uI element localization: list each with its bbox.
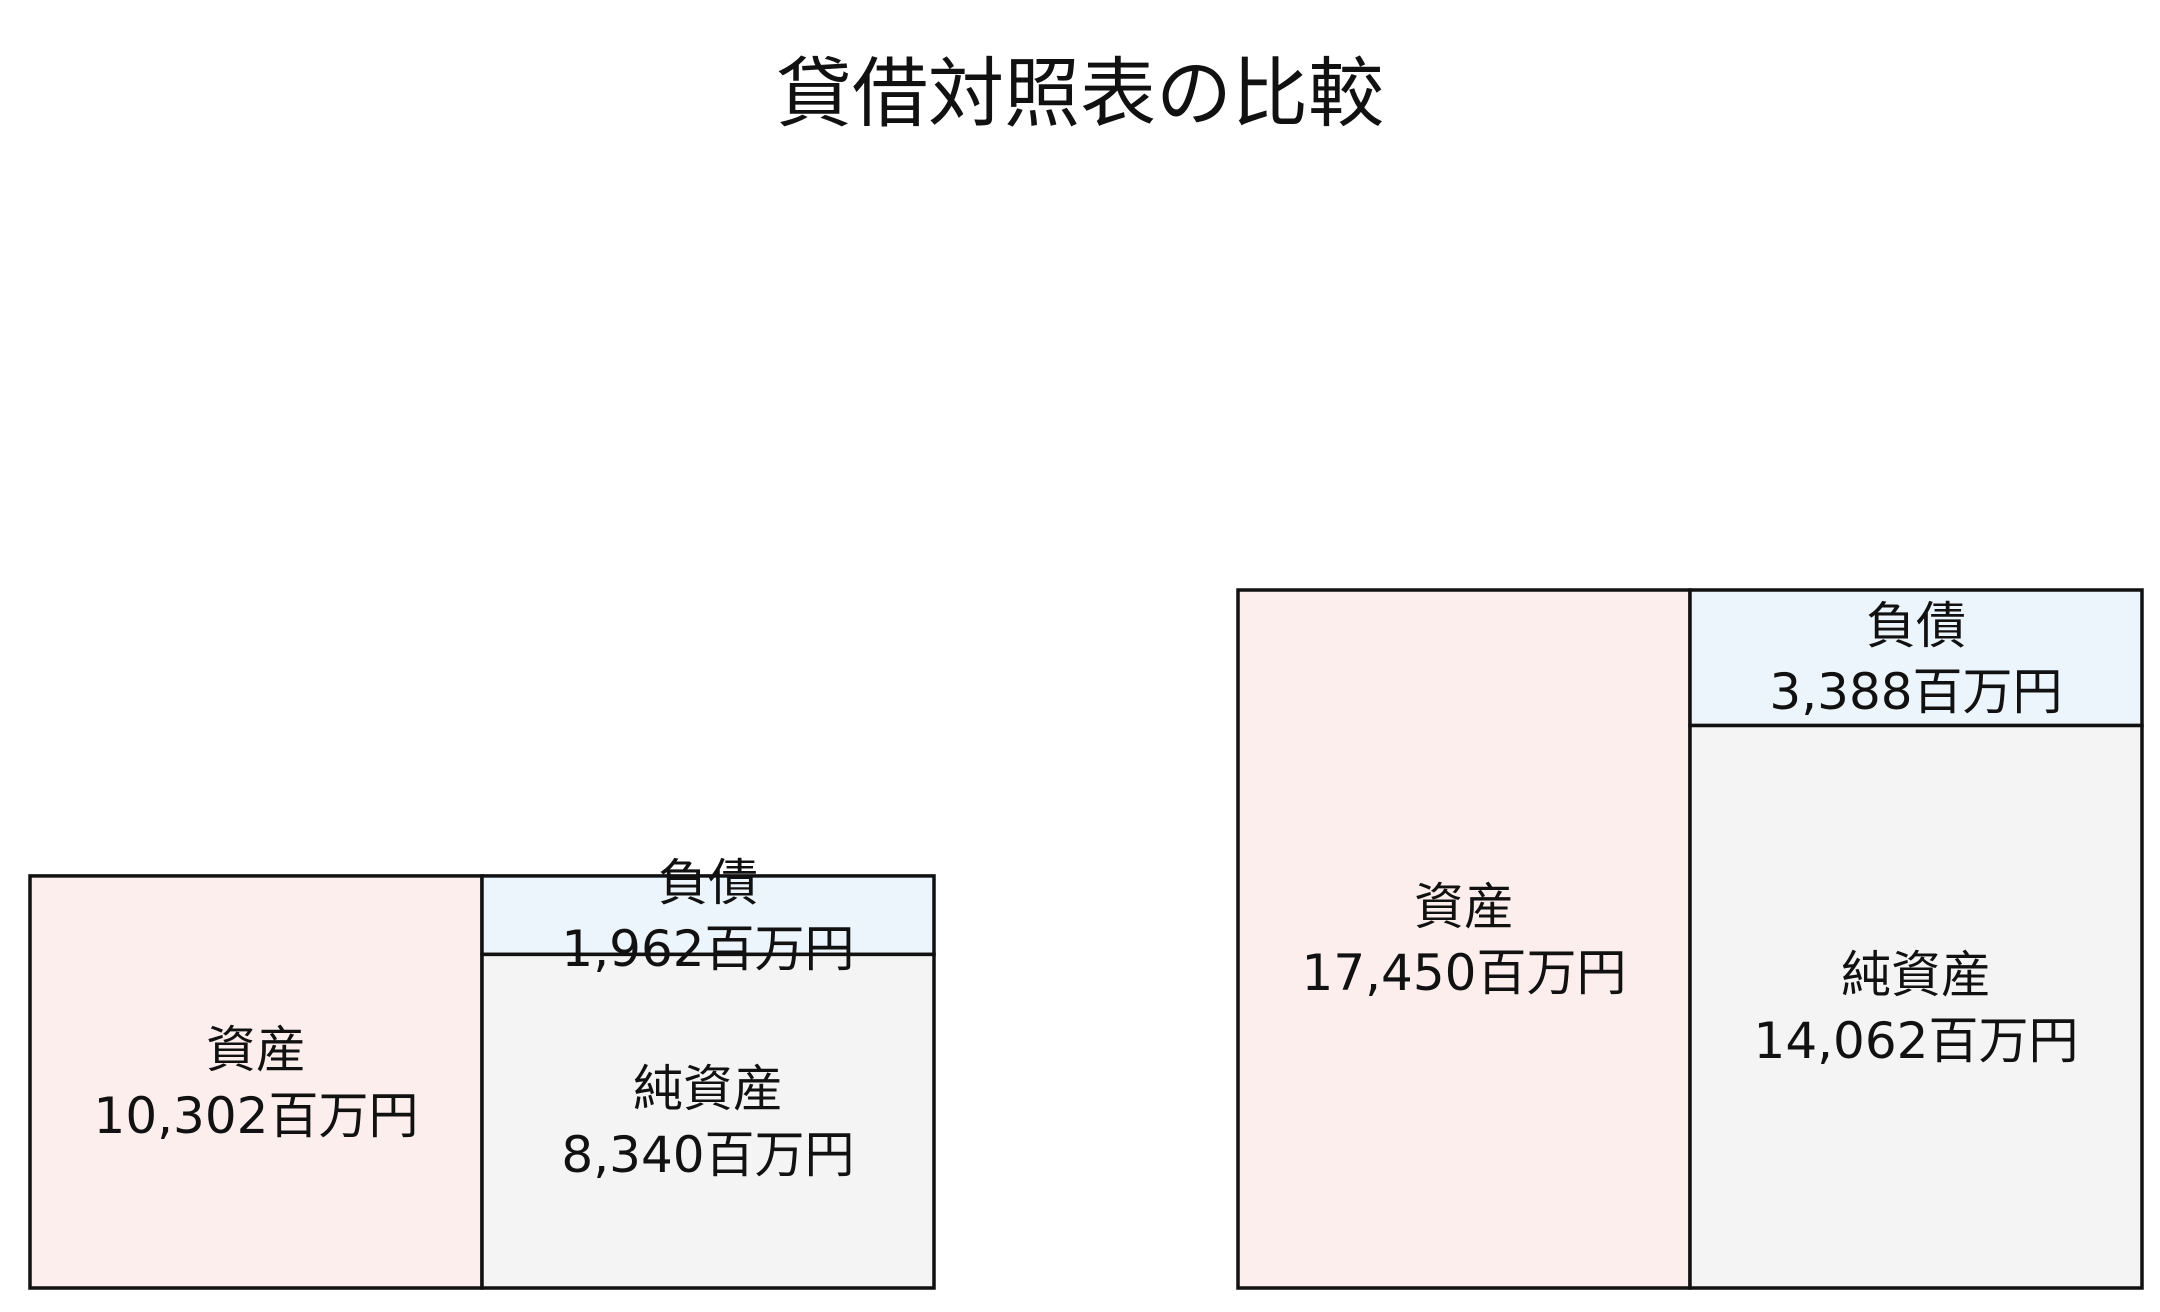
sheet-2-net-assets-label: 純資産 [1841,946,1991,1004]
sheet-1-liabilities-value: 1,962百万円 [561,920,854,978]
sheet-2-assets-value: 17,450百万円 [1302,944,1627,1002]
sheet-1-assets-box [28,874,484,1290]
sheet-1-liabilities-label: 負債 [658,854,758,912]
sheet-2-liabilities-label: 負債 [1866,597,1966,655]
sheet-2-net-assets-box [1688,723,2144,1290]
sheet-1-net-assets-value: 8,340百万円 [561,1126,854,1184]
sheet-1-net-assets-label: 純資産 [633,1060,783,1118]
sheet-2-net-assets-value: 14,062百万円 [1754,1012,2079,1070]
sheet-2-liabilities-box [1688,588,2144,728]
sheet-1-assets-value: 10,302百万円 [94,1087,419,1145]
chart-title: 貸借対照表の比較 [776,49,1384,138]
sheet-2-liabilities-value: 3,388百万円 [1769,663,2062,721]
sheet-2-assets-label: 資産 [1414,878,1514,936]
balance-sheets: 資産10,302百万円負債1,962百万円純資産8,340百万円資産17,450… [28,588,2144,1290]
sheet-1-net-assets-box [480,952,936,1290]
sheet-1-liabilities-box [480,874,936,957]
sheet-2-assets-box [1236,588,1692,1290]
sheet-1-assets-label: 資産 [206,1021,306,1079]
